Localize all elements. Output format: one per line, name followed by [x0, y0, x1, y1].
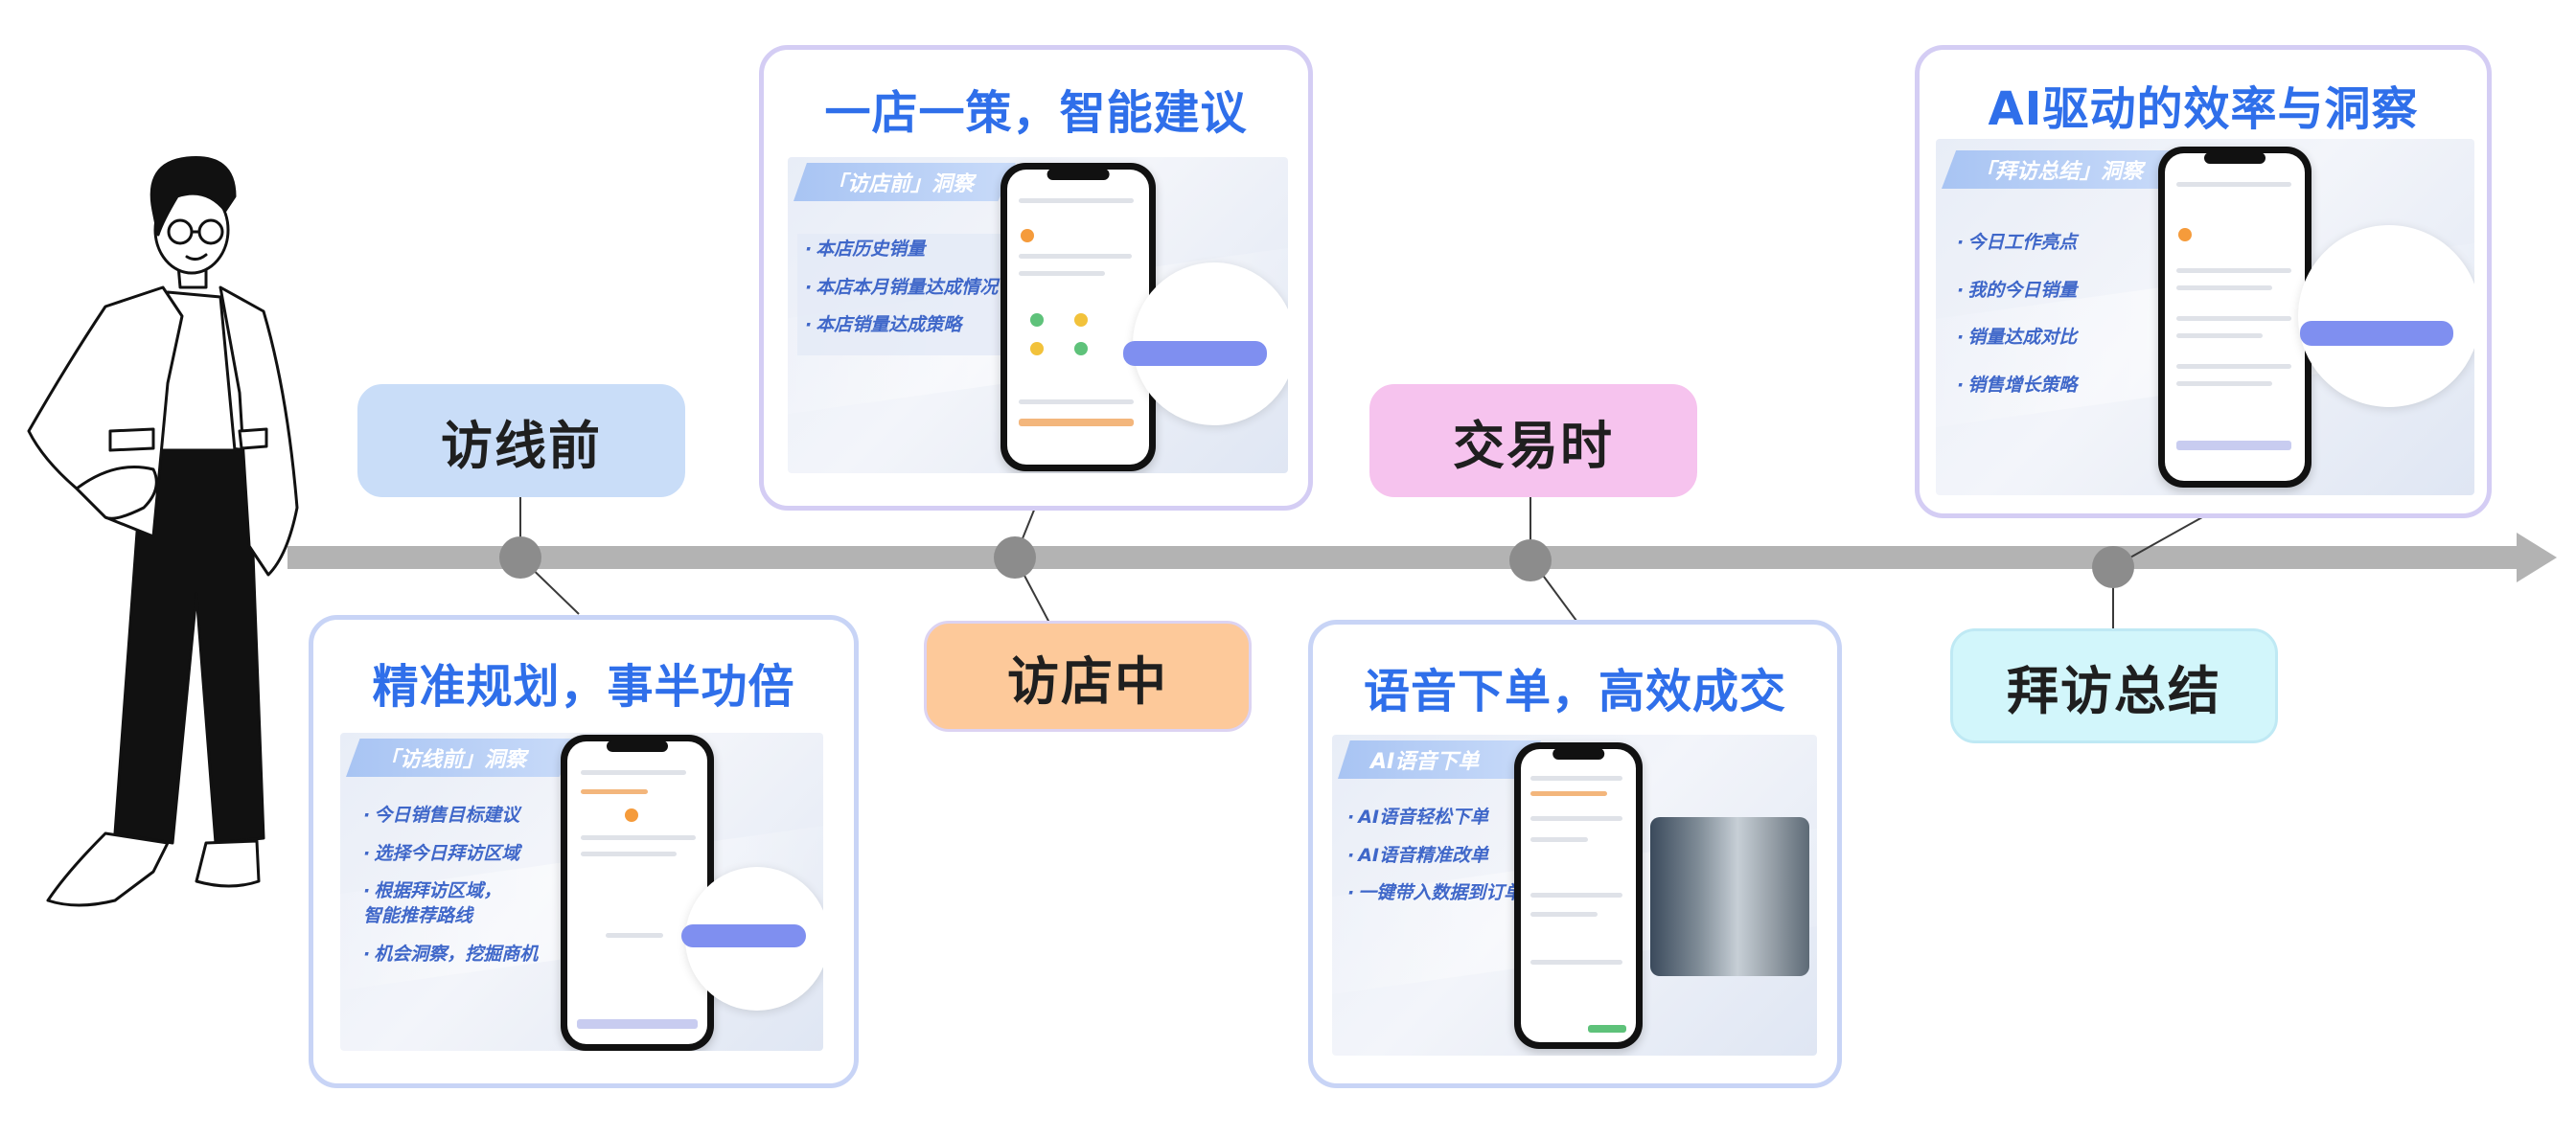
card-tag-transaction: AI语音下单	[1338, 740, 1541, 779]
bullet-in-store-3: 本店销量达成策略	[805, 313, 998, 338]
bullet-pre-visit-1: 今日销售目标建议	[363, 804, 538, 829]
stage-pill-pre-visit: 访线前	[357, 384, 685, 497]
card-tag-in-store: 「访店前」洞察	[794, 163, 1016, 201]
timeline-node-in-store	[994, 536, 1036, 579]
card-in-store: 一店一策，智能建议 「访店前」洞察 本店历史销量 本店本月销量达成情况 本店销量…	[759, 45, 1313, 511]
bullet-in-store-1: 本店历史销量	[805, 238, 998, 262]
card-tag-pre-visit: 「访线前」洞察	[346, 739, 578, 777]
zoom-bubble	[2298, 225, 2474, 407]
card-summary: AI驱动的效率与洞察 「拜访总结」洞察 今日工作亮点 我的今日销量 销量达成对比…	[1915, 45, 2492, 518]
phone-mockup	[1514, 742, 1643, 1049]
card-panel-pre-visit: 「访线前」洞察 今日销售目标建议 选择今日拜访区域 根据拜访区域， 智能推荐路线…	[340, 733, 823, 1051]
card-transaction: 语音下单，高效成交 AI语音下单 AI语音轻松下单 AI语音精准改单 一键带入数…	[1308, 620, 1842, 1088]
phone-mockup	[1000, 163, 1156, 471]
bullet-pre-visit-2: 选择今日拜访区域	[363, 842, 538, 867]
timeline-node-summary	[2092, 546, 2134, 588]
stage-pill-in-store: 访店中	[924, 621, 1252, 732]
bullet-transaction-2: AI语音精准改单	[1347, 844, 1522, 869]
phone-mockup	[2158, 147, 2312, 488]
card-title-in-store: 一店一策，智能建议	[824, 86, 1248, 140]
shopper-photo	[1650, 817, 1809, 976]
card-panel-in-store: 「访店前」洞察 本店历史销量 本店本月销量达成情况 本店销量达成策略	[788, 157, 1288, 473]
person-illustration	[27, 156, 299, 907]
bullet-transaction-1: AI语音轻松下单	[1347, 806, 1522, 831]
card-pre-visit: 精准规划，事半功倍 「访线前」洞察 今日销售目标建议 选择今日拜访区域 根据拜访…	[309, 615, 859, 1088]
card-panel-summary: 「拜访总结」洞察 今日工作亮点 我的今日销量 销量达成对比 销售增长策略	[1936, 139, 2474, 495]
bullet-pre-visit-3: 根据拜访区域， 智能推荐路线	[363, 879, 538, 928]
ai-chip	[1123, 341, 1267, 366]
timeline-bar	[288, 546, 2520, 569]
stage-pill-transaction: 交易时	[1369, 384, 1697, 497]
card-title-transaction: 语音下单，高效成交	[1363, 665, 1786, 718]
bullet-pre-visit-4: 机会洞察，挖掘商机	[363, 943, 538, 967]
timeline-arrowhead	[2517, 533, 2557, 582]
bullet-summary-4: 销售增长策略	[1957, 374, 2077, 398]
bullet-transaction-3: 一键带入数据到订单	[1347, 881, 1522, 906]
card-tag-summary: 「拜访总结」洞察	[1942, 150, 2183, 189]
bullet-summary-3: 销量达成对比	[1957, 326, 2077, 351]
timeline-node-pre-visit	[499, 536, 541, 579]
card-title-pre-visit: 精准规划，事半功倍	[372, 660, 795, 714]
phone-mockup	[561, 735, 714, 1051]
card-title-summary: AI驱动的效率与洞察	[1988, 82, 2419, 136]
ai-chip	[681, 924, 806, 947]
bullet-summary-2: 我的今日销量	[1957, 279, 2077, 304]
stage-pill-summary: 拜访总结	[1950, 628, 2278, 743]
timeline-node-transaction	[1509, 539, 1552, 581]
ai-chip	[2300, 321, 2453, 346]
card-panel-transaction: AI语音下单 AI语音轻松下单 AI语音精准改单 一键带入数据到订单	[1332, 735, 1817, 1056]
bullet-summary-1: 今日工作亮点	[1957, 231, 2077, 256]
bullet-in-store-2: 本店本月销量达成情况	[805, 276, 998, 301]
